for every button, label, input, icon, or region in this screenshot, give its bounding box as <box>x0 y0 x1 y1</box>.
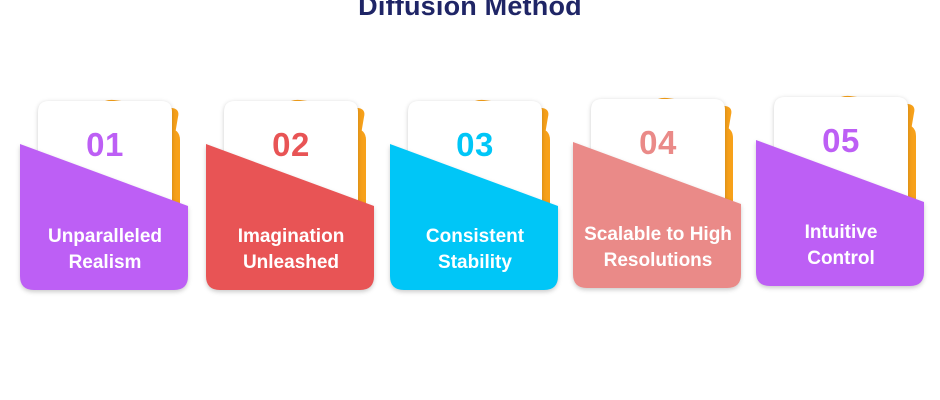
card-01-label-line1: Unparalleled <box>47 226 163 247</box>
card-05-graphic <box>756 95 924 286</box>
card-01: 01 Unparalleled Realism <box>20 98 190 298</box>
card-03-number: 03 <box>456 126 494 163</box>
card-05-label-line2: Control <box>807 248 875 269</box>
card-04-label: Scalable to High Resolutions <box>573 222 743 274</box>
card-03-label-line1: Consistent <box>425 226 525 247</box>
card-05-number: 05 <box>822 122 860 159</box>
card-02: 02 Imagination Unleashed <box>206 98 376 298</box>
card-05-panel <box>756 140 924 286</box>
card-04-panel <box>573 142 741 288</box>
card-03-panel <box>390 144 558 290</box>
card-02-label-line2: Unleashed <box>242 252 340 273</box>
card-01-label: Unparalleled Realism <box>20 224 190 276</box>
card-05-label-line1: Intuitive <box>804 222 878 243</box>
card-03: 03 Consistent Stability <box>390 98 560 298</box>
card-04-label-line2: Resolutions <box>603 250 713 271</box>
card-01-label-line2: Realism <box>68 252 142 273</box>
card-02-label-line1: Imagination <box>237 226 345 247</box>
card-03-label: Consistent Stability <box>390 224 560 276</box>
card-03-label-line2: Stability <box>438 252 512 273</box>
card-04-label-line1: Scalable to High <box>584 224 732 245</box>
card-02-number: 02 <box>272 126 310 163</box>
card-01-graphic <box>20 99 188 290</box>
card-02-graphic <box>206 99 374 290</box>
card-05: 05 Intuitive Control <box>756 94 926 294</box>
card-01-panel <box>20 144 188 290</box>
card-02-label: Imagination Unleashed <box>206 224 376 276</box>
card-02-panel <box>206 144 374 290</box>
card-04: 04 Scalable to High Resolutions <box>573 96 743 296</box>
card-04-number: 04 <box>639 124 677 161</box>
card-01-number: 01 <box>86 126 124 163</box>
card-05-label: Intuitive Control <box>756 220 926 272</box>
card-03-graphic <box>390 99 558 290</box>
card-04-graphic <box>573 97 741 288</box>
diagram-title: Diffusion Method <box>358 0 582 21</box>
